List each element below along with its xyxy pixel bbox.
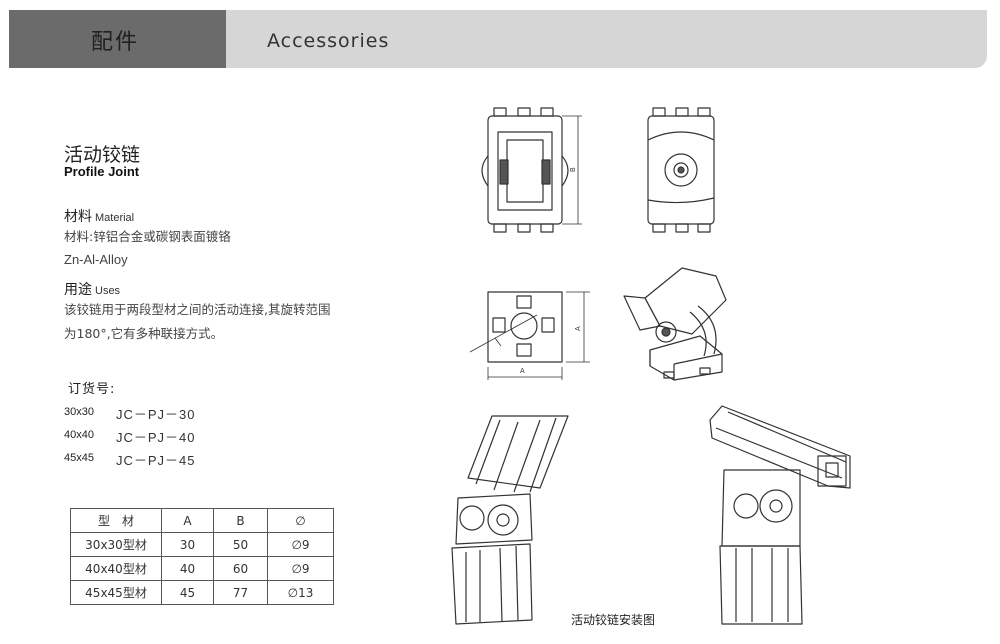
- header-title-cn: 配件: [91, 30, 140, 55]
- table-cell: 50: [213, 532, 268, 557]
- table-header-cell: 型 材: [70, 508, 162, 533]
- uses-heading-cn: 用途: [64, 282, 92, 298]
- material-heading-cn: 材料: [64, 209, 92, 225]
- dimension-label-a: A: [520, 368, 525, 375]
- header-title-en: Accessories: [267, 30, 390, 52]
- uses-line-1: 该铰链用于两段型材之间的活动连接,其旋转范围: [64, 302, 331, 317]
- table-row: 30x30型材 30 50 ∅9: [70, 532, 334, 557]
- header-tab-dark: 配件: [9, 10, 226, 68]
- installation-caption: 活动铰链安装图: [571, 613, 656, 627]
- order-size: 30x30: [64, 406, 94, 418]
- material-line-2: Zn-Al-Alloy: [64, 252, 128, 267]
- material-heading-en: Material: [95, 212, 135, 224]
- product-name-en: Profile Joint: [64, 164, 140, 179]
- table-header-cell: ∅: [267, 508, 334, 533]
- front-view-drawing: [481, 107, 582, 233]
- order-code: JC－PJ－45: [116, 453, 196, 468]
- installation-figure-left: [451, 415, 569, 625]
- table-row: 45x45型材 45 77 ∅13: [70, 580, 334, 605]
- table-cell: 45x45型材: [70, 580, 162, 605]
- order-item: 45x45 JC－PJ－45: [64, 452, 195, 468]
- table-row: 40x40型材 40 60 ∅9: [70, 556, 334, 581]
- product-name-cn: 活动铰链: [64, 144, 141, 166]
- isometric-view-drawing: [623, 267, 727, 381]
- order-size: 45x45: [64, 452, 94, 464]
- table-cell: 30: [161, 532, 214, 557]
- material-line-1: 材料:锌铝合金或碳钢表面镀铬: [64, 229, 231, 244]
- order-code: JC－PJ－40: [116, 430, 196, 445]
- order-item: 40x40 JC－PJ－40: [64, 429, 195, 445]
- order-heading: 订货号:: [68, 382, 116, 397]
- table-cell: ∅13: [267, 580, 334, 605]
- side-view-drawing: [647, 107, 715, 233]
- dimension-label-b: B: [570, 167, 577, 172]
- table-cell: 60: [213, 556, 268, 581]
- order-item: 30x30 JC－PJ－30: [64, 406, 195, 422]
- uses-heading-en: Uses: [95, 285, 121, 297]
- spec-table: 型 材 A B ∅ 30x30型材 30 50 ∅9 40x40型材 40 60…: [70, 508, 334, 605]
- table-cell: ∅9: [267, 556, 334, 581]
- order-size: 40x40: [64, 429, 94, 441]
- installation-figure-right: [709, 405, 851, 625]
- top-view-drawing: [469, 291, 590, 380]
- header-banner: 配件 Accessories: [9, 10, 987, 68]
- order-code: JC－PJ－30: [116, 407, 196, 422]
- uses-line-2: 为180°,它有多种联接方式。: [64, 326, 224, 341]
- dimension-label-a-side: A: [575, 326, 582, 331]
